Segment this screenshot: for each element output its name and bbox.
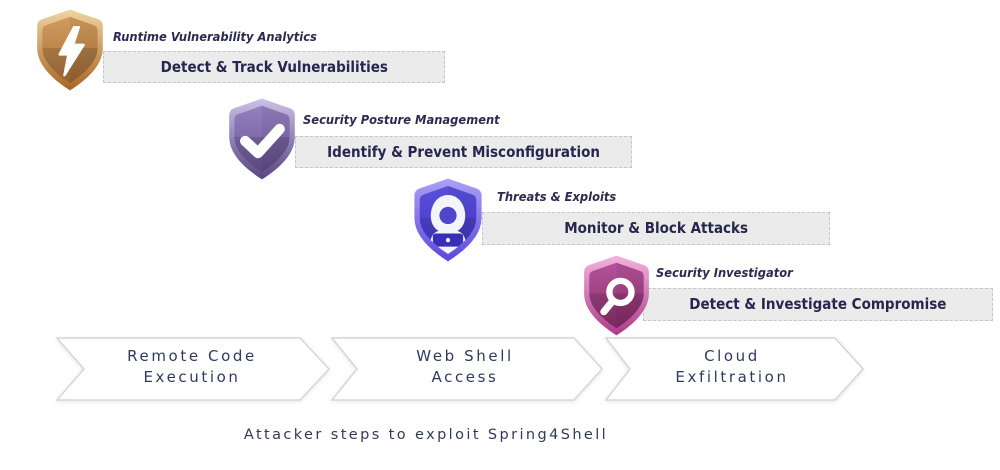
attack-steps-band — [0, 337, 1000, 403]
capability-action-label: Detect & Investigate Compromise — [689, 295, 947, 313]
magnifying-glass-icon — [584, 255, 649, 336]
chevron-shape — [330, 337, 604, 401]
capability-action-box: Detect & Track Vulnerabilities — [103, 51, 445, 83]
attack-step-label: Web Shell Access — [416, 347, 514, 386]
lightning-bolt-icon — [37, 9, 103, 91]
capability-title: Threats & Exploits — [497, 189, 617, 204]
chevron-shape — [604, 337, 865, 401]
attack-step-label: Remote Code Execution — [127, 347, 257, 386]
capability-action-box: Identify & Prevent Misconfiguration — [295, 136, 632, 168]
checkmark-icon — [229, 98, 295, 180]
capability-action-box: Monitor & Block Attacks — [482, 212, 830, 245]
capability-action-label: Detect & Track Vulnerabilities — [160, 58, 388, 76]
capability-action-box: Detect & Investigate Compromise — [643, 288, 993, 321]
diagram-caption: Attacker steps to exploit Spring4Shell — [243, 427, 609, 443]
attack-step-label: Cloud Exfiltration — [675, 347, 789, 386]
capability-title: Security Investigator — [656, 265, 793, 280]
capability-action-label: Identify & Prevent Misconfiguration — [327, 143, 600, 161]
hacker-icon — [414, 178, 482, 262]
capability-title: Security Posture Management — [303, 112, 500, 127]
capability-action-label: Monitor & Block Attacks — [564, 219, 748, 237]
capability-title: Runtime Vulnerability Analytics — [113, 29, 317, 44]
chevron-shape — [55, 337, 331, 401]
